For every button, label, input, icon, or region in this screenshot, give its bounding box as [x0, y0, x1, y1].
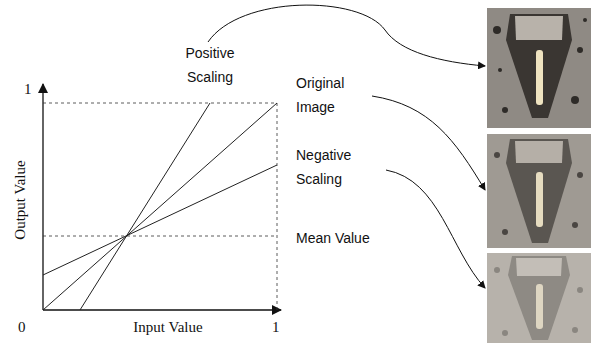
- axis-tick: 0: [18, 318, 38, 336]
- axis-title: Input Value: [118, 318, 218, 336]
- mean-label: Mean Value: [296, 227, 406, 251]
- axis-tick: 1: [272, 318, 292, 336]
- photo-negative: [487, 253, 591, 343]
- axis-title: Output Value: [11, 160, 29, 239]
- negative-line: [43, 165, 277, 275]
- leader-arrow: [386, 170, 485, 288]
- photo-original: [487, 134, 591, 248]
- identity-line: [43, 103, 277, 310]
- x-axis: [43, 309, 281, 310]
- guide-line: [277, 103, 278, 310]
- scaling-label: Original Image: [296, 72, 376, 120]
- y-axis: [42, 84, 43, 310]
- positive-line: [80, 103, 210, 310]
- scaling-label: Positive Scaling: [170, 42, 250, 90]
- leader-arrow: [372, 96, 485, 190]
- scaling-label: Negative Scaling: [296, 144, 386, 192]
- guide-line: [43, 103, 277, 104]
- photo-positive: [487, 8, 591, 128]
- mean-line: [43, 236, 277, 237]
- axis-tick: 1: [24, 80, 44, 98]
- leader-arrow: [208, 5, 485, 66]
